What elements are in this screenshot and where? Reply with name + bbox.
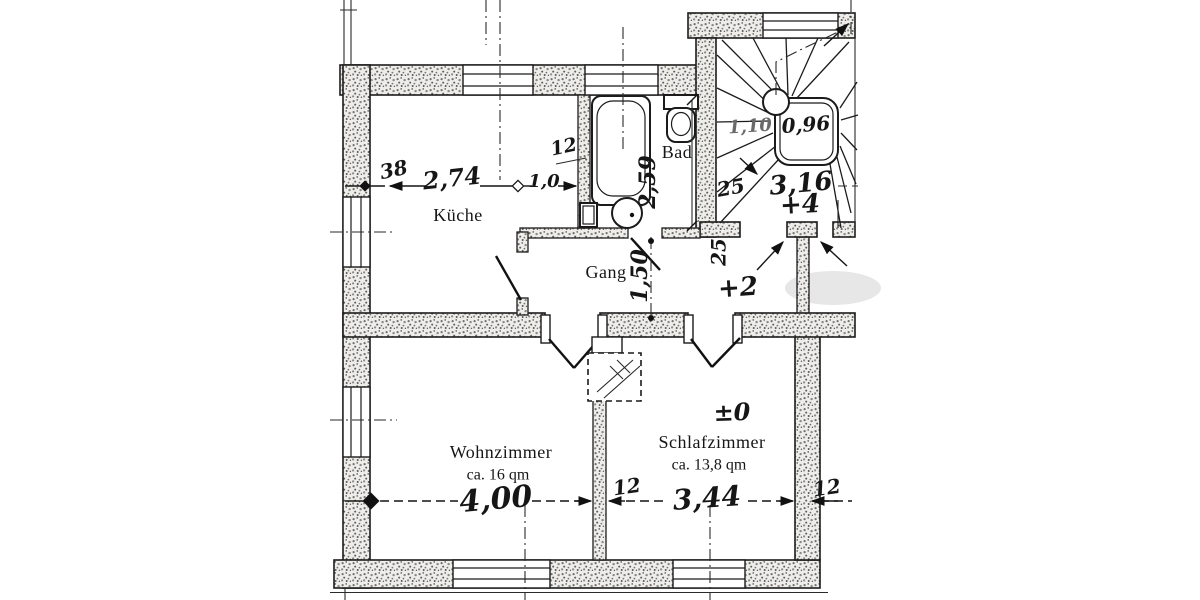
- dim-label-12-right: 12: [811, 474, 842, 502]
- dim-label-25-gang: 25: [707, 238, 731, 267]
- label-wohnzimmer-area: ca. 16 qm: [467, 467, 530, 484]
- dim-label-zero: ±0: [713, 397, 751, 427]
- dim-label-316: 3,16: [768, 166, 834, 201]
- window-bad-top: [584, 64, 659, 96]
- dim-label-400: 4,00: [458, 479, 534, 520]
- wall-stairwell-bottom-a: [699, 221, 741, 238]
- wall-right-upper-thin: [796, 236, 810, 321]
- wall-exterior-bottom: [333, 559, 821, 589]
- kueche-door-leaf: [494, 255, 523, 301]
- dim-label-096: 0,96: [781, 111, 831, 138]
- staircase: [716, 23, 859, 229]
- dim-label-plus2: +2: [717, 272, 759, 305]
- wall-gang-north: [519, 227, 701, 239]
- windows: [342, 12, 839, 589]
- dim-bad: [686, 94, 698, 232]
- sink: [579, 197, 643, 229]
- dim-wohnzimmer: [345, 492, 625, 510]
- dim-label-25-stair: 25: [714, 173, 747, 202]
- dim-label-38: 38: [378, 155, 410, 184]
- schlafzimmer-door: [683, 314, 743, 368]
- entrance-door-arrows: [756, 240, 848, 271]
- dim-bad-wall-tick: [555, 157, 587, 165]
- wall-stairwell-pier: [786, 221, 818, 238]
- label-bad: Bad: [662, 142, 693, 162]
- wall-wohn-schlaf: [592, 399, 607, 561]
- label-gang: Gang: [586, 262, 627, 282]
- window-wohnzimmer-bottom: [452, 559, 551, 589]
- bath-fixtures: [579, 94, 699, 229]
- dim-label-259: 2,59: [635, 155, 661, 210]
- wall-stairwell-left: [695, 37, 717, 238]
- label-wohnzimmer: Wohnzimmer: [450, 442, 553, 462]
- window-schlafzimmer-bottom: [672, 559, 746, 589]
- chimney-connector: [591, 336, 623, 354]
- dim-label-274: 2,74: [420, 161, 482, 196]
- dim-label-110: 1,10: [727, 114, 773, 138]
- labels: Küche Bad Gang Wohnzimmer ca. 16 qm Schl…: [378, 111, 843, 520]
- dim-label-344: 3,44: [672, 479, 742, 517]
- stair-walk-line: [739, 23, 850, 175]
- dim-label-10: 1,0: [528, 171, 560, 192]
- window-kueche-top: [462, 64, 534, 96]
- bathtub-inner: [596, 100, 646, 197]
- stair-newel: [774, 97, 839, 166]
- wall-gang-west: [516, 231, 529, 316]
- stair-newel-inner: [779, 102, 834, 161]
- dim-kueche: [345, 179, 578, 193]
- chimney-hatch: [596, 359, 641, 399]
- label-schlafzimmer-area: ca. 13,8 qm: [672, 457, 747, 474]
- chimney: [587, 336, 642, 402]
- bad-door-leaf: [630, 237, 661, 271]
- wall-exterior-right-lower: [794, 319, 821, 561]
- center-lines: [330, 0, 852, 600]
- dim-label-12-bad: 12: [549, 134, 579, 161]
- wall-stairwell-bottom-b: [832, 221, 856, 238]
- dim-label-12-mid: 12: [611, 473, 642, 501]
- dim-label-plus4: +4: [779, 189, 820, 221]
- window-stairwell-top: [762, 12, 839, 39]
- dim-label-150: 1,50: [627, 249, 653, 303]
- window-wohnzimmer-left: [342, 386, 371, 458]
- toilet: [663, 94, 699, 143]
- label-kueche: Küche: [433, 205, 482, 225]
- dim-gang: [648, 237, 654, 322]
- label-schlafzimmer: Schlafzimmer: [659, 432, 766, 452]
- dimension-lines: [330, 0, 852, 600]
